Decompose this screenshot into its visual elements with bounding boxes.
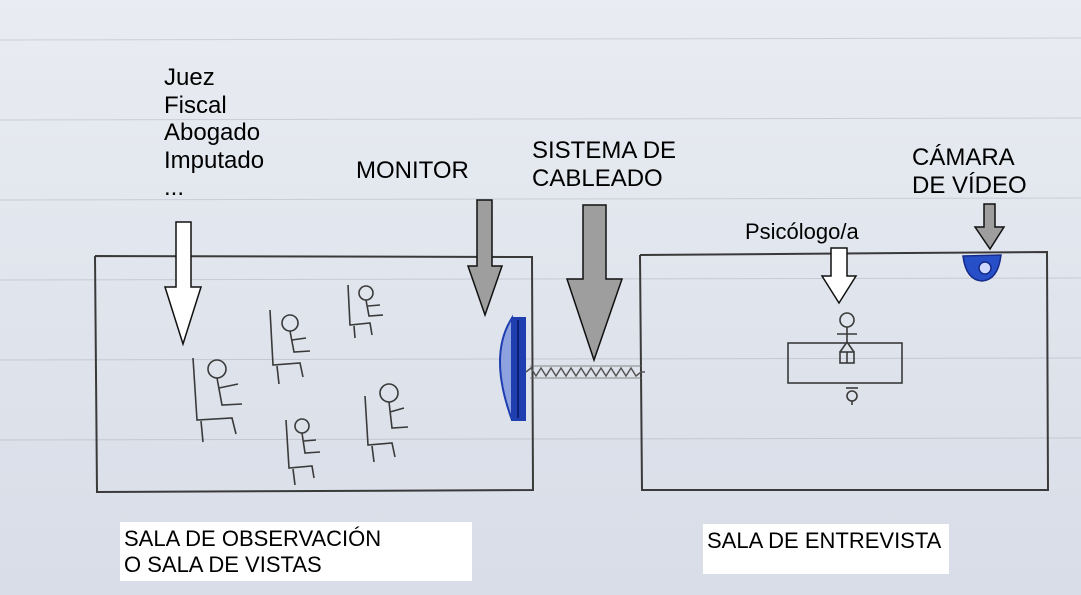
camara-label-line1: CÁMARA xyxy=(912,144,1015,171)
cable-spring xyxy=(525,366,645,378)
seated-figure-1 xyxy=(192,357,243,443)
caption-observacion-line2: O SALA DE VISTAS xyxy=(124,552,322,578)
participant-abogado: Abogado xyxy=(164,119,261,147)
interview-table xyxy=(787,342,903,384)
monitor-label: MONITOR xyxy=(356,157,469,184)
cableado-label-line2: CABLEADO xyxy=(532,164,663,192)
interview-room-outline xyxy=(639,250,1050,491)
arrow-camara xyxy=(973,203,1006,251)
observation-room-outline xyxy=(94,255,535,494)
participant-imputado: Imputado xyxy=(164,146,265,174)
participants-list: Juez Fiscal Abogado Imputado ... xyxy=(164,64,264,202)
participant-juez: Juez xyxy=(164,64,215,91)
psychologist-figure xyxy=(837,312,857,353)
cableado-label: SISTEMA DE CABLEADO xyxy=(532,137,676,192)
arrow-cableado xyxy=(565,204,624,363)
participant-ellipsis: ... xyxy=(164,174,185,202)
seated-figure-2 xyxy=(269,309,311,385)
caption-observacion-line1: SALA DE OBSERVACIÓN xyxy=(124,526,382,551)
child-figure xyxy=(839,351,858,405)
seated-figure-3 xyxy=(347,284,384,339)
arrow-participants xyxy=(163,221,203,347)
psicologo-label: Psicólogo/a xyxy=(745,219,859,244)
arrow-psicologo xyxy=(820,247,858,305)
camara-label-line2: DE VÍDEO xyxy=(912,171,1027,199)
caption-observacion: SALA DE OBSERVACIÓN O SALA DE VISTAS xyxy=(120,522,472,581)
seated-figure-4 xyxy=(285,418,321,486)
caption-entrevista: SALA DE ENTREVISTA xyxy=(703,524,950,575)
caption-entrevista-text: SALA DE ENTREVISTA xyxy=(707,528,942,553)
arrow-monitor xyxy=(466,199,504,318)
cableado-label-line1: SISTEMA DE xyxy=(532,137,677,164)
participant-fiscal: Fiscal xyxy=(164,91,227,119)
monitor-shape xyxy=(499,314,526,421)
camara-label: CÁMARA DE VÍDEO xyxy=(912,144,1027,199)
seated-figure-5 xyxy=(364,383,409,463)
camera-shape xyxy=(962,254,1002,282)
